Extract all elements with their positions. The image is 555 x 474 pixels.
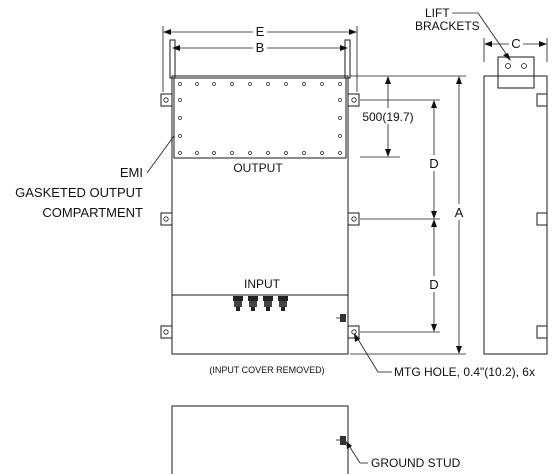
side-lift-bracket bbox=[497, 56, 535, 89]
dimension-E: E bbox=[162, 24, 358, 92]
output-label: OUTPUT bbox=[233, 161, 283, 175]
dim-label-A: A bbox=[455, 205, 464, 220]
side-body bbox=[483, 75, 548, 355]
bottom-body bbox=[171, 405, 349, 474]
dim-label-D-upper: D bbox=[429, 156, 438, 171]
dim-label-offset: 500(19.7) bbox=[362, 110, 413, 124]
dim-label-D-lower: D bbox=[429, 277, 438, 292]
dimension-C: C bbox=[483, 36, 548, 62]
lift-bracket-right bbox=[344, 39, 351, 79]
ground-stud-label: GROUND STUD bbox=[371, 456, 461, 470]
lift-bracket-left bbox=[169, 39, 176, 79]
output-compartment bbox=[173, 77, 347, 159]
input-cover-removed-label: (INPUT COVER REMOVED) bbox=[209, 365, 324, 375]
front-view bbox=[160, 39, 360, 355]
lift-brackets-label-line1: LIFT bbox=[425, 6, 450, 20]
emi-label-line2: GASKETED OUTPUT bbox=[15, 185, 143, 200]
mounting-tabs bbox=[160, 93, 360, 339]
output-compartment-bolts bbox=[178, 82, 342, 155]
emi-callout: EMI GASKETED OUTPUT COMPARTMENT bbox=[15, 135, 175, 220]
dim-label-E: E bbox=[256, 24, 265, 39]
dimension-D-upper: D bbox=[360, 99, 442, 220]
input-label: INPUT bbox=[244, 277, 281, 291]
emi-label-line3: COMPARTMENT bbox=[42, 205, 143, 220]
dimension-B: B bbox=[172, 40, 348, 55]
lift-brackets-callout: LIFT BRACKETS bbox=[415, 6, 511, 61]
side-view bbox=[483, 56, 548, 355]
input-terminals bbox=[233, 296, 288, 311]
mtg-hole-label: MTG HOLE, 0.4"(10.2), 6x bbox=[394, 365, 535, 379]
ground-stud-callout: GROUND STUD bbox=[346, 441, 461, 470]
ground-stud-front bbox=[336, 314, 346, 322]
bottom-view bbox=[171, 405, 349, 474]
dim-label-C: C bbox=[511, 36, 520, 51]
dimension-offset: 500(19.7) bbox=[350, 75, 440, 158]
dimension-A: A bbox=[350, 75, 467, 355]
mtg-hole-callout: MTG HOLE, 0.4"(10.2), 6x bbox=[354, 333, 535, 379]
emi-label-line1: EMI bbox=[120, 165, 143, 180]
enclosure-body bbox=[171, 75, 349, 355]
lift-brackets-label-line2: BRACKETS bbox=[415, 19, 480, 33]
dim-label-B: B bbox=[256, 40, 265, 55]
dimension-D-lower: D bbox=[360, 219, 442, 333]
